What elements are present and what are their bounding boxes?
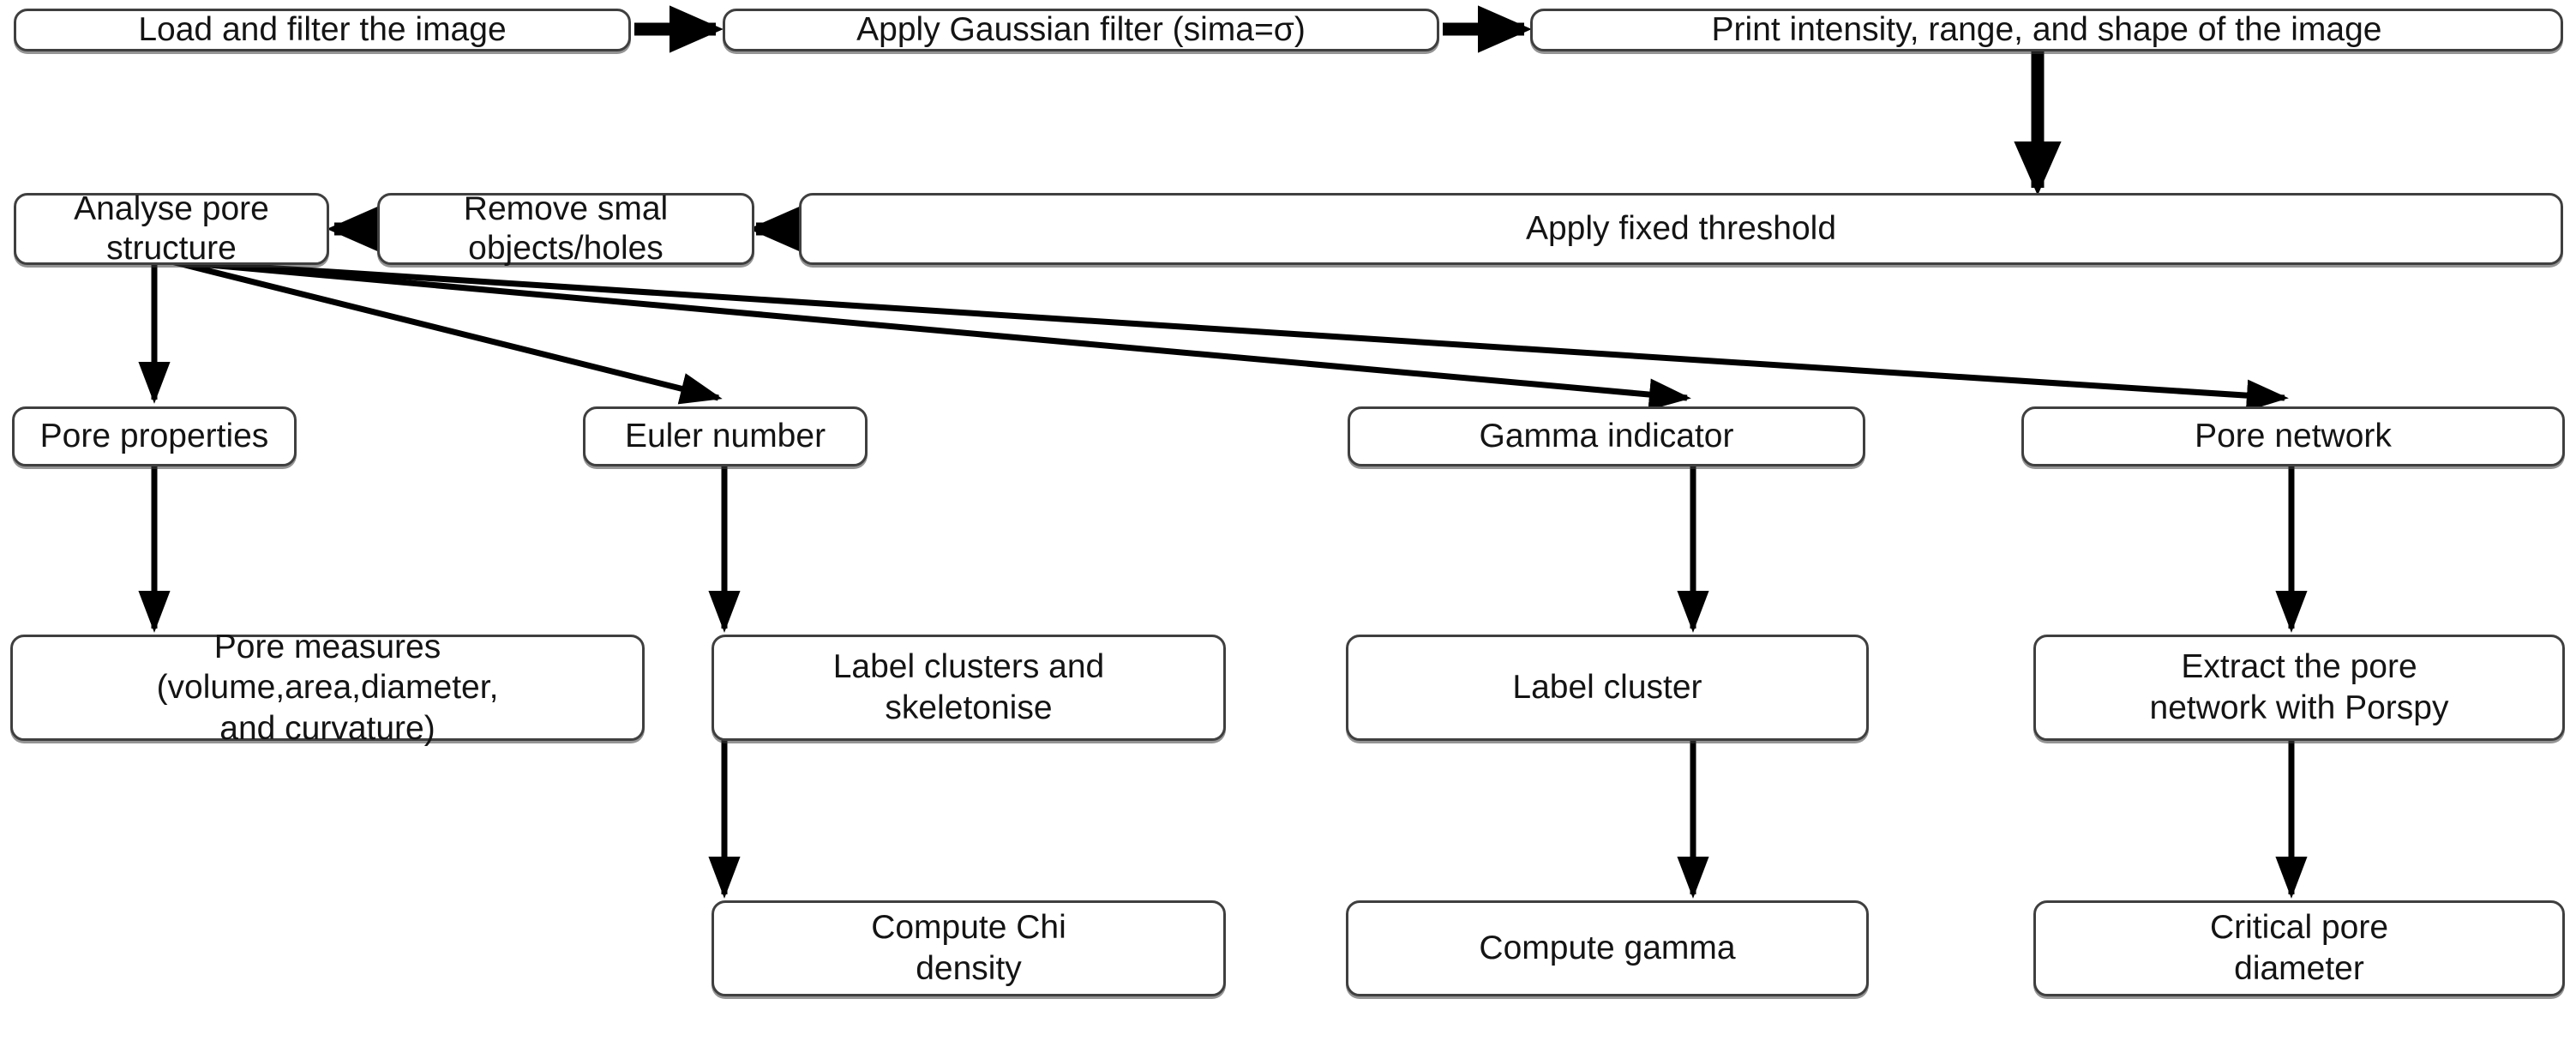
node-label: Label cluster: [1512, 668, 1702, 706]
node-label: Critical pore diameter: [2209, 909, 2389, 987]
node-print-intensity-range-shape[interactable]: Print intensity, range, and shape of the…: [1530, 9, 2563, 51]
node-extract-pore-network-porspy[interactable]: Extract the pore network with Porspy: [2033, 635, 2565, 741]
node-label: Apply fixed threshold: [1525, 209, 1837, 247]
node-analyse-pore-structure[interactable]: Analyse pore structure: [14, 190, 329, 267]
node-gamma-indicator[interactable]: Gamma indicator: [1348, 406, 1865, 466]
node-label: Compute gamma: [1479, 929, 1736, 966]
node-pore-measures[interactable]: Pore measures (volume,area,diameter, and…: [10, 629, 645, 747]
node-apply-gaussian-filter[interactable]: Apply Gaussian filter (sima=σ): [723, 9, 1439, 51]
node-label: Pore properties: [39, 417, 269, 454]
node-critical-pore-diameter[interactable]: Critical pore diameter: [2033, 900, 2565, 996]
node-label: Extract the pore network with Porspy: [2149, 648, 2449, 726]
node-euler-number[interactable]: Euler number: [583, 406, 868, 466]
node-label-cluster[interactable]: Label cluster: [1346, 635, 1869, 741]
edge-analyse-to-euler: [171, 258, 723, 405]
node-pore-network[interactable]: Pore network: [2021, 406, 2565, 466]
node-label: Euler number: [624, 417, 826, 454]
node-label: Compute Chi density: [871, 909, 1066, 987]
node-pore-properties[interactable]: Pore properties: [12, 406, 297, 466]
node-compute-gamma[interactable]: Compute gamma: [1346, 900, 1869, 996]
node-label: Load and filter the image: [138, 11, 507, 48]
node-label: Pore measures (volume,area,diameter, and…: [156, 628, 499, 747]
node-remove-small-objects-holes[interactable]: Remove smal objects/holes: [377, 190, 754, 267]
node-label: Label clusters and skeletonise: [832, 648, 1105, 726]
edge-analyse-to-gamma: [171, 258, 1691, 411]
node-label: Pore network: [2195, 417, 2392, 454]
node-label: Remove smal objects/holes: [463, 190, 669, 267]
edge-analyse-to-pore-network: [171, 258, 2289, 412]
node-label: Gamma indicator: [1479, 417, 1734, 454]
node-apply-fixed-threshold[interactable]: Apply fixed threshold: [799, 193, 2563, 265]
node-compute-chi-density[interactable]: Compute Chi density: [712, 900, 1226, 996]
node-label-clusters-and-skeletonise[interactable]: Label clusters and skeletonise: [712, 635, 1226, 741]
node-label: Apply Gaussian filter (sima=σ): [856, 11, 1306, 48]
node-label: Analyse pore structure: [74, 190, 269, 267]
node-load-and-filter-the-image[interactable]: Load and filter the image: [14, 9, 631, 51]
node-label: Print intensity, range, and shape of the…: [1711, 11, 2382, 48]
